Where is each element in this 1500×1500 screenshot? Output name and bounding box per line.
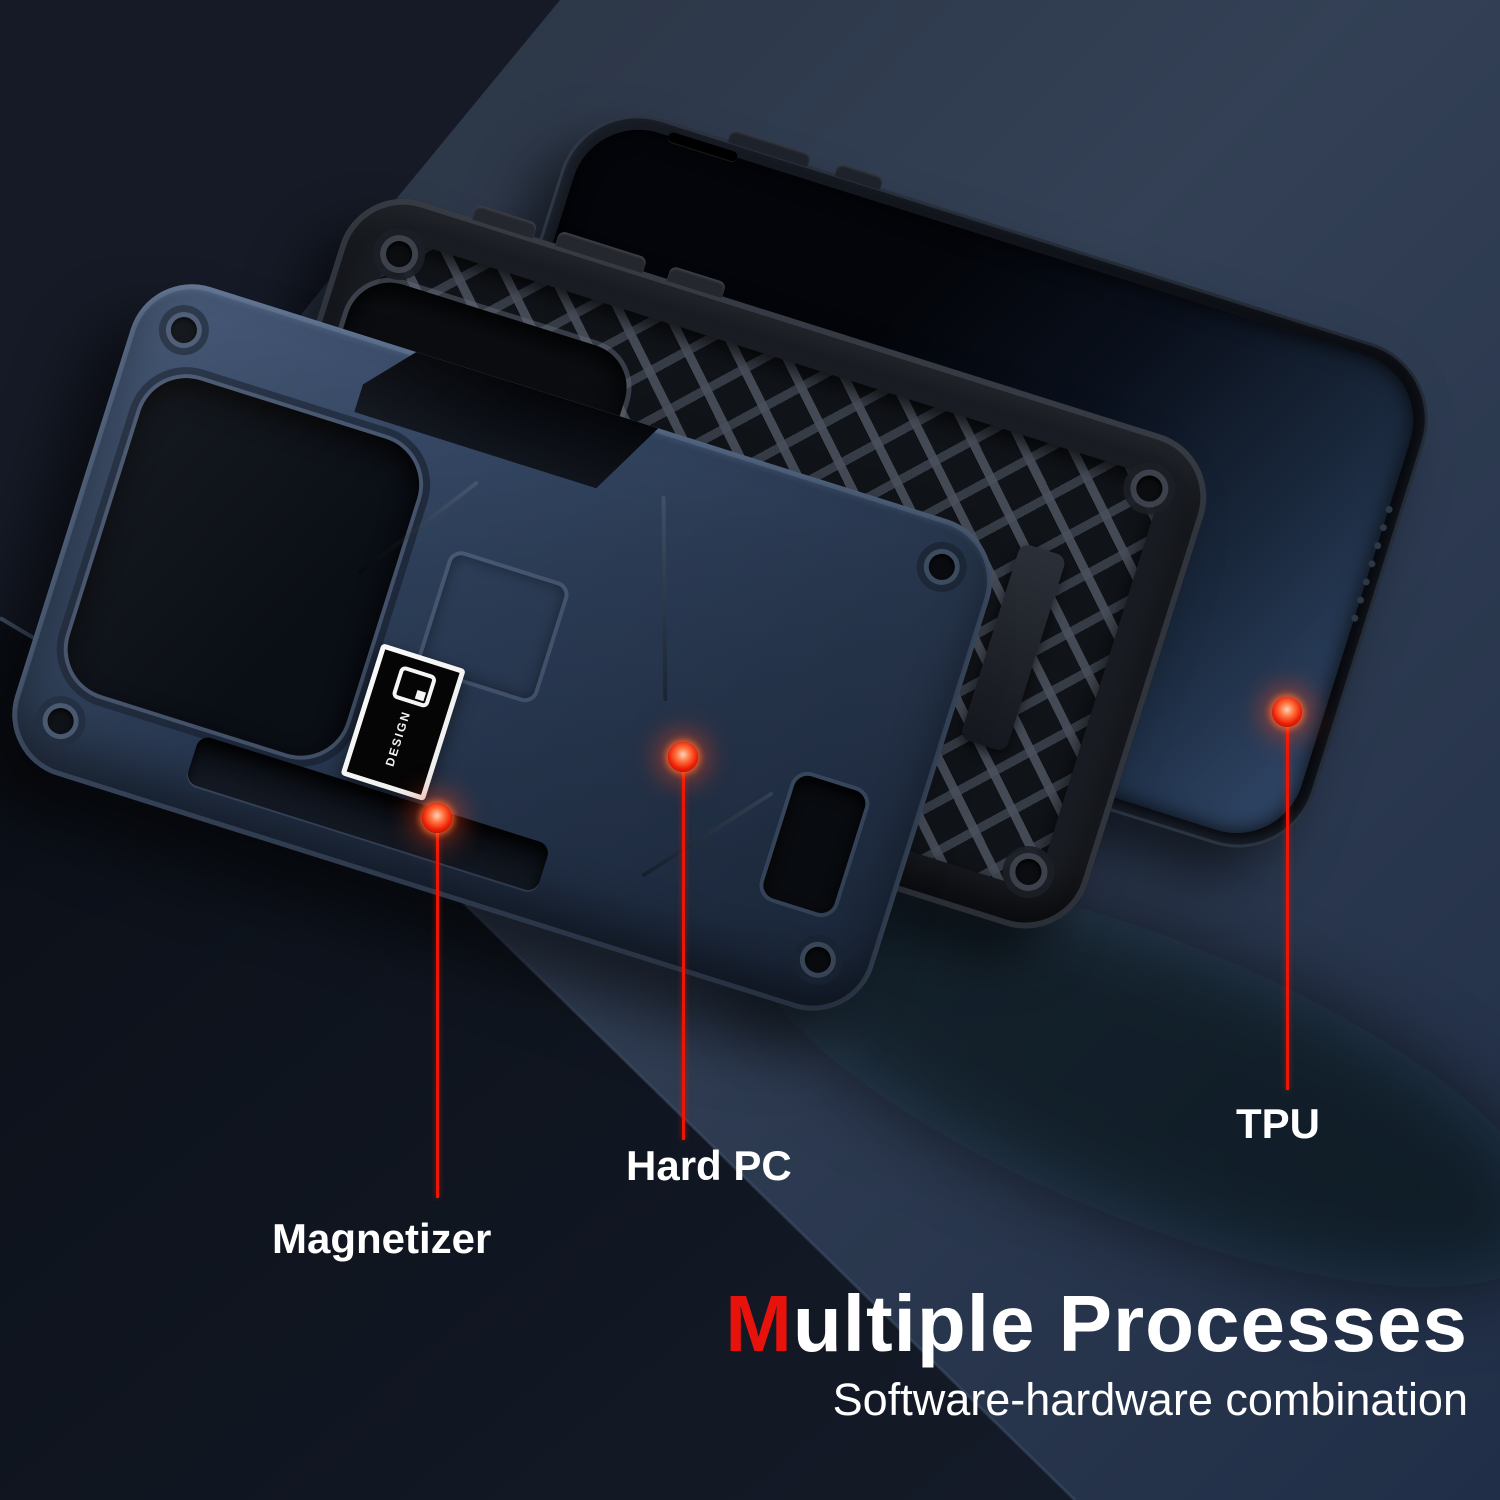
subtitle: Software-hardware combination [832,1374,1468,1425]
speaker-hole [1384,505,1394,514]
title-rest: ultiple Processes [792,1279,1468,1368]
red-glow-dot-hard-pc [668,742,698,772]
design-logo-icon [391,664,438,709]
phone-cast-shadow [747,873,1500,1287]
callout-line-magnetizer [436,833,439,1198]
table-edge [436,876,1077,1500]
corner-hole [44,704,77,738]
page-title: Multiple Processes [725,1282,1468,1366]
callout-line-tpu [1286,727,1289,1090]
title-lead-letter: M [725,1279,793,1368]
corner-hole [801,943,835,977]
callout-line-hard-pc [682,772,685,1140]
speaker-hole [1356,595,1365,605]
red-glow-dot-tpu [1272,697,1302,727]
callout-label-tpu: TPU [1236,1100,1320,1147]
red-glow-dot-magnetizer [422,803,452,833]
speaker-hole [1361,577,1371,587]
speaker-hole [1373,541,1383,551]
callout-label-magnetizer: Magnetizer [272,1215,492,1262]
corner-hole [925,550,959,584]
title-block: Multiple Processes Software-hardware com… [725,1282,1468,1426]
corner-hole [167,313,201,347]
side-cutout [759,772,869,917]
armor-crease [661,495,668,702]
speaker-hole [1367,559,1377,569]
callout-label-hard-pc: Hard PC [626,1142,792,1189]
design-badge-text: DESIGN [382,708,414,769]
speaker-hole [1378,523,1388,532]
armor-crease [641,791,774,878]
